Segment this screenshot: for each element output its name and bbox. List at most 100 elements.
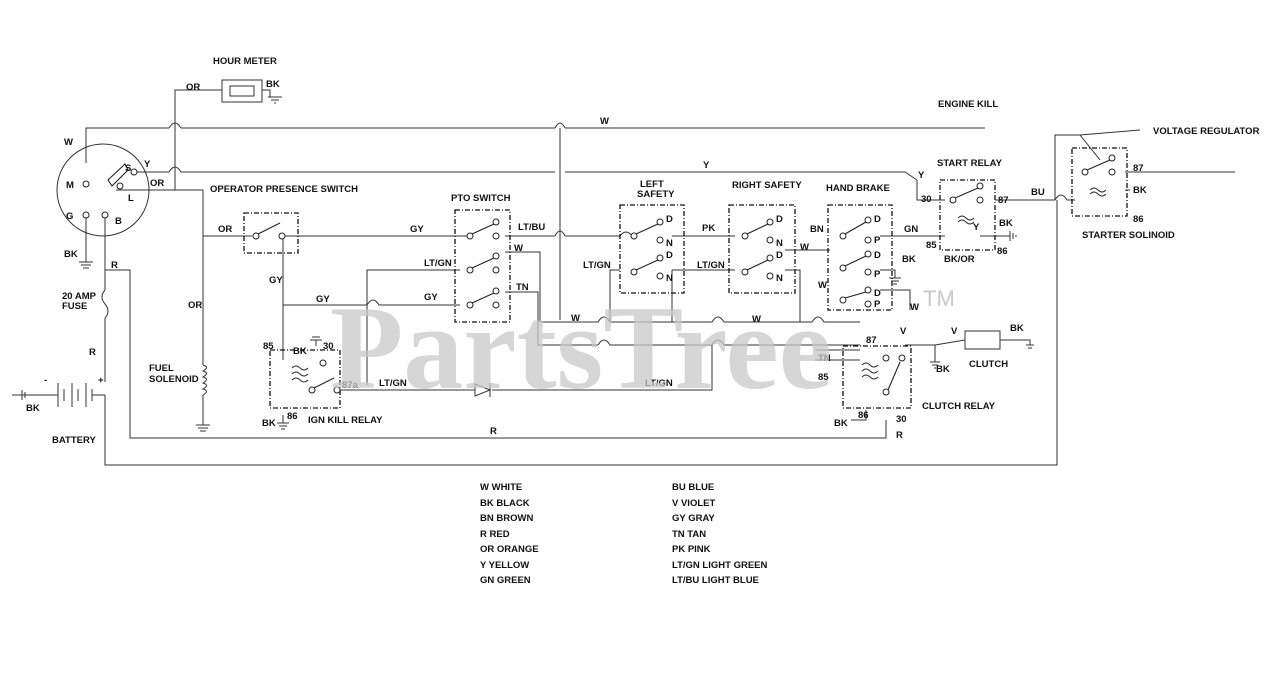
ign-kill-relay-wire-bk: BK [293, 346, 307, 357]
hand-brake-wire-gn: GN [904, 224, 918, 235]
start-relay-wire-bkor: BK/OR [944, 254, 975, 265]
diode-wire-ltgn: LT/GN [645, 378, 673, 389]
ign-kill-relay-label: IGN KILL RELAY [308, 415, 383, 426]
battery-minus: - [44, 375, 47, 386]
start-relay-pin-86: 86 [997, 246, 1008, 257]
color-legend-right: BU BLUE V VIOLET GY GRAY TN TAN PK PINK … [672, 480, 767, 589]
battery-plus: + [98, 375, 104, 386]
hand-brake-wire-w-2: W [910, 302, 919, 313]
hand-brake-pin-p1: P [874, 235, 881, 246]
right-safety-wire-ltgn: LT/GN [697, 260, 725, 271]
start-relay-label: START RELAY [937, 158, 1003, 169]
legend-item: BK BLACK [480, 497, 530, 509]
operator-presence-switch-label: OPERATOR PRESENCE SWITCH [210, 184, 358, 195]
pto-wire-tn: TN [516, 282, 529, 293]
legend-item: BN BROWN [480, 513, 534, 524]
hand-brake-wire-bk: BK [902, 254, 916, 265]
start-relay-wire-y: Y [918, 170, 925, 181]
left-safety-switch: D N D N LEFT SAFETY LT/GN PK [583, 179, 715, 294]
pto-wire-ltgn: LT/GN [424, 258, 452, 269]
hand-brake-wire-bn: BN [810, 224, 824, 235]
engine-kill-label: ENGINE KILL [938, 99, 998, 110]
wire-code-bk: BK [64, 249, 78, 260]
ops-wire-gy-3: GY [316, 294, 330, 305]
legend-item: LT/GN LIGHT GREEN [672, 559, 768, 571]
hand-brake-pin-d1: D [874, 214, 881, 225]
left-safety-wire-ltgn: LT/GN [583, 260, 611, 271]
hand-brake-pin-d2: D [874, 250, 881, 261]
fuel-solenoid-label-2: SOLENOID [149, 374, 199, 385]
ignition-terminal-m: M [66, 180, 74, 191]
bottom-wire-w-1: W [571, 313, 580, 324]
start-relay-wire-bu: BU [1031, 187, 1045, 198]
voltage-regulator-label: VOLTAGE REGULATOR [1153, 126, 1260, 137]
wire-code-or: OR [150, 178, 164, 189]
diode: LT/GN [474, 378, 673, 397]
hand-brake-pin-d3: D [874, 288, 881, 299]
ignition-terminal-b: B [115, 216, 122, 227]
right-safety-pin-d1: D [776, 214, 783, 225]
hour-meter-label: HOUR METER [213, 56, 277, 67]
starter-solenoid-label: STARTER SOLINOID [1082, 230, 1175, 241]
wire-code-w: W [64, 137, 73, 148]
fuse-wire-r: R [89, 347, 96, 358]
hour-meter-wire-or: OR [186, 82, 200, 93]
left-safety-label-1: LEFT [640, 179, 664, 190]
clutch-relay-wire-tn: TN [818, 353, 831, 364]
ops-wire-gy: GY [410, 224, 424, 235]
hand-brake-switch: D P D P D P HAND BRAKE BN W GN BK W [810, 183, 919, 313]
right-safety-wire-w: W [800, 242, 809, 253]
start-relay-pin-85: 85 [926, 240, 937, 251]
clutch-relay-wire-r: R [896, 430, 903, 441]
battery: - + BK BATTERY [26, 375, 105, 446]
legend-item: Y YELLOW [480, 559, 530, 571]
ignition-terminal-g: G [66, 211, 73, 222]
start-relay: START RELAY Y 30 87 BK Y 85 86 BK/OR BU [918, 158, 1045, 265]
legend-item: LT/BU LIGHT BLUE [672, 575, 759, 586]
starter-solenoid-pin-87: 87 [1133, 163, 1144, 174]
starter-solenoid-pin-86: 86 [1133, 214, 1144, 225]
clutch-relay: 87 V TN 85 86 BK 30 R CLUTCH RELAY BK [818, 326, 996, 441]
clutch-wire-v: V [951, 326, 958, 337]
fuel-solenoid: FUEL SOLENOID [149, 363, 207, 396]
pto-wire-w: W [514, 243, 523, 254]
fuel-solenoid-label-1: FUEL [149, 363, 174, 374]
right-safety-label: RIGHT SAFETY [732, 180, 802, 191]
battery-label: BATTERY [52, 435, 96, 446]
top-wire-w: W [600, 116, 609, 127]
hour-meter: HOUR METER OR BK [186, 56, 280, 103]
legend-item: R RED [480, 528, 510, 540]
ign-kill-relay-wire-ltgn: LT/GN [379, 378, 407, 389]
left-safety-pin-n1: N [666, 238, 673, 249]
right-safety-pin-n1: N [776, 238, 783, 249]
hand-brake-label: HAND BRAKE [826, 183, 890, 194]
ign-kill-relay: 85 BK 30 87a 86 BK IGN KILL RELAY LT/GN [262, 336, 407, 429]
color-legend-left: W WHITE BK BLACK BN BROWN R RED OR ORANG… [480, 480, 539, 589]
ign-kill-relay-pin-85: 85 [263, 341, 274, 352]
bottom-wire-r: R [490, 426, 497, 437]
ign-kill-relay-pin-87a: 87a [342, 380, 359, 391]
clutch-label: CLUTCH [969, 359, 1008, 370]
clutch-relay-pin-86: 86 [858, 410, 869, 421]
legend-item: OR ORANGE [480, 544, 539, 555]
legend-item: BU BLUE [672, 482, 715, 493]
bottom-wire-w-2: W [752, 314, 761, 325]
hour-meter-wire-bk: BK [266, 79, 280, 90]
starter-solenoid: VOLTAGE REGULATOR 87 BK 86 STARTER SOLIN… [1071, 126, 1260, 241]
ignition-switch: W M S Y L OR G B BK R [56, 137, 164, 271]
right-safety-pin-d2: D [776, 250, 783, 261]
ops-wire-or: OR [218, 224, 232, 235]
left-safety-pin-n2: N [666, 273, 673, 284]
starter-solenoid-wire-bk: BK [1133, 185, 1147, 196]
hand-brake-wire-w: W [818, 280, 827, 291]
legend-item: GY GRAY [672, 513, 715, 524]
ignition-terminal-l: L [128, 193, 134, 204]
start-relay-pin-30: 30 [921, 194, 932, 205]
ignition-terminal-s: S [125, 163, 131, 174]
wire-code-r: R [111, 260, 118, 271]
clutch-wire-bk: BK [1010, 323, 1024, 334]
pto-wire-gy: GY [424, 292, 438, 303]
start-relay-wire-bk: BK [999, 218, 1013, 229]
left-safety-pin-d2: D [666, 250, 673, 261]
hand-brake-pin-p3: P [874, 299, 881, 310]
